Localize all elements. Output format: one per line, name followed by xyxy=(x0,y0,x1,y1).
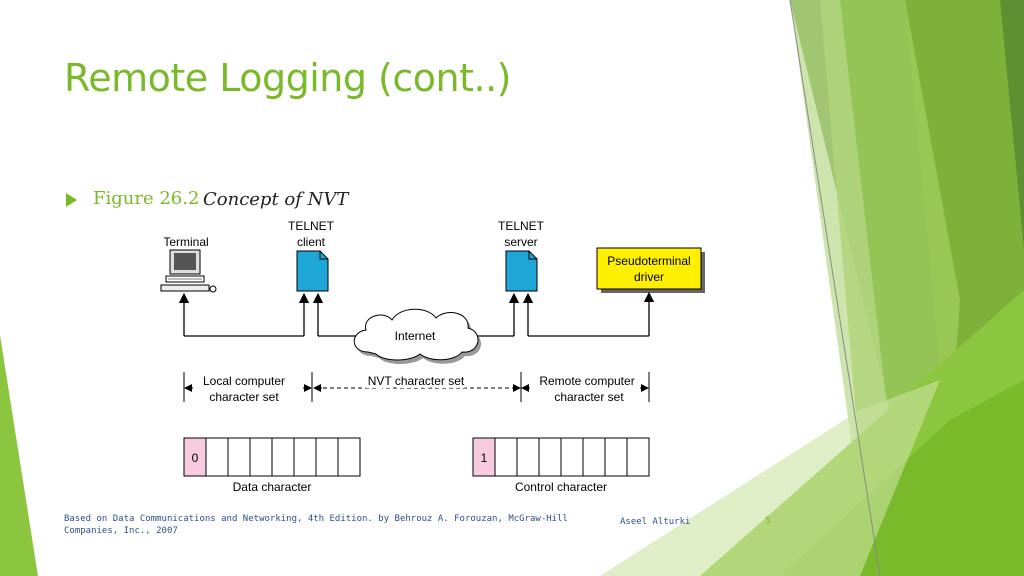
internet-cloud-icon xyxy=(353,308,482,364)
pseudoterminal-label-1: Pseudoterminal xyxy=(607,254,690,268)
control-character-bits xyxy=(472,437,650,477)
telnet-client-label-1: TELNET xyxy=(288,219,335,233)
local-charset-label-2: character set xyxy=(209,390,279,404)
data-character-bits xyxy=(183,437,361,477)
telnet-client-document-icon xyxy=(296,250,329,292)
control-character-label: Control character xyxy=(515,480,607,494)
data-character-label: Data character xyxy=(233,480,312,494)
telnet-server-label-1: TELNET xyxy=(498,219,545,233)
telnet-client-label-2: client xyxy=(297,235,326,249)
pseudoterminal-driver-box xyxy=(596,247,702,290)
pseudoterminal-label-2: driver xyxy=(634,270,664,284)
bullet-arrow-icon xyxy=(66,193,77,207)
telnet-server-document-icon xyxy=(505,250,538,292)
page-number: 5 xyxy=(765,516,771,526)
footer-source: Based on Data Communications and Network… xyxy=(64,514,568,536)
slide-title: Remote Logging (cont..) xyxy=(64,56,511,100)
control-bit-value: 1 xyxy=(481,451,488,465)
remote-charset-label-1: Remote computer xyxy=(539,374,634,388)
local-charset-label-1: Local computer xyxy=(203,374,285,388)
telnet-server-label-2: server xyxy=(504,235,537,249)
terminal-label: Terminal xyxy=(163,235,208,249)
footer-author: Aseel Alturki xyxy=(620,517,691,527)
internet-label: Internet xyxy=(395,329,436,343)
terminal-icon xyxy=(160,249,217,293)
remote-charset-label-2: character set xyxy=(554,390,624,404)
nvt-charset-label: NVT character set xyxy=(368,374,465,388)
figure-caption: Concept of NVT xyxy=(203,189,349,210)
figure-number: Figure 26.2 xyxy=(93,188,200,209)
data-bit-value: 0 xyxy=(192,451,199,465)
